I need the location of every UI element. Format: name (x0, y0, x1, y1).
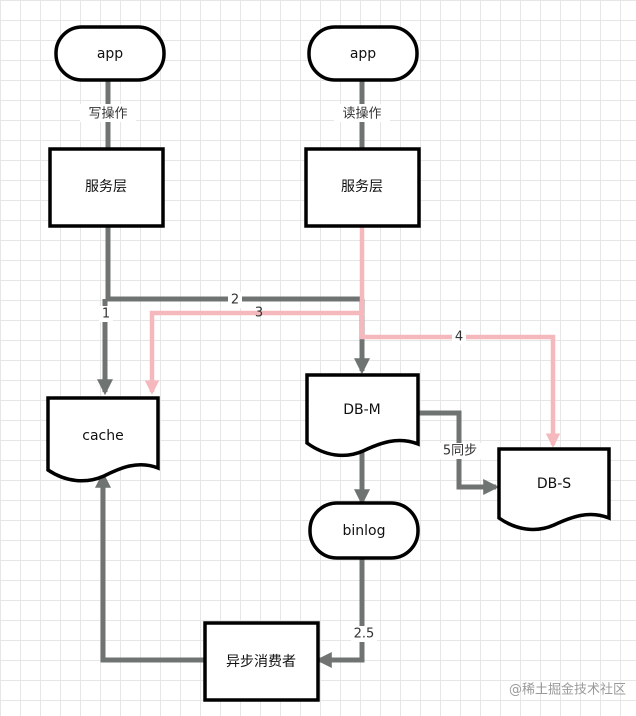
step-1-label: 1 (102, 307, 110, 322)
db-m-label: DB-M (343, 402, 381, 418)
cache-node (46, 396, 160, 483)
app-left-label: app (97, 46, 123, 62)
edge-consumer-to-cache (94, 471, 205, 663)
db-s-label: DB-S (537, 476, 571, 492)
read-op-label: 读操作 (342, 106, 381, 122)
db-s-node (497, 447, 611, 532)
app-left-node (54, 25, 166, 82)
step-5-label: 5同步 (443, 444, 477, 459)
cache-label: cache (82, 428, 123, 444)
service-left-node (48, 147, 165, 228)
edge-service-left-branch (105, 226, 362, 302)
binlog-node (308, 501, 420, 560)
step-4-label: 4 (455, 330, 463, 345)
service-right-node (304, 147, 421, 228)
db-m-node (305, 373, 420, 458)
edge-binlog-to-consumer (315, 558, 365, 669)
app-right-node (307, 25, 419, 82)
write-op-label: 写操作 (88, 106, 127, 122)
service-left-label: 服务层 (85, 179, 127, 195)
step-2-label: 2 (231, 293, 239, 308)
step-2-5-label: 2.5 (354, 627, 375, 642)
edge-step-3-to-cache (144, 226, 365, 395)
consumer-label: 异步消费者 (226, 654, 296, 670)
app-right-label: app (350, 46, 376, 62)
service-right-label: 服务层 (341, 179, 383, 195)
consumer-node (203, 621, 320, 702)
step-3-label: 3 (255, 306, 263, 321)
watermark-text: @稀土掘金技术社区 (509, 682, 626, 698)
binlog-label: binlog (343, 523, 386, 539)
